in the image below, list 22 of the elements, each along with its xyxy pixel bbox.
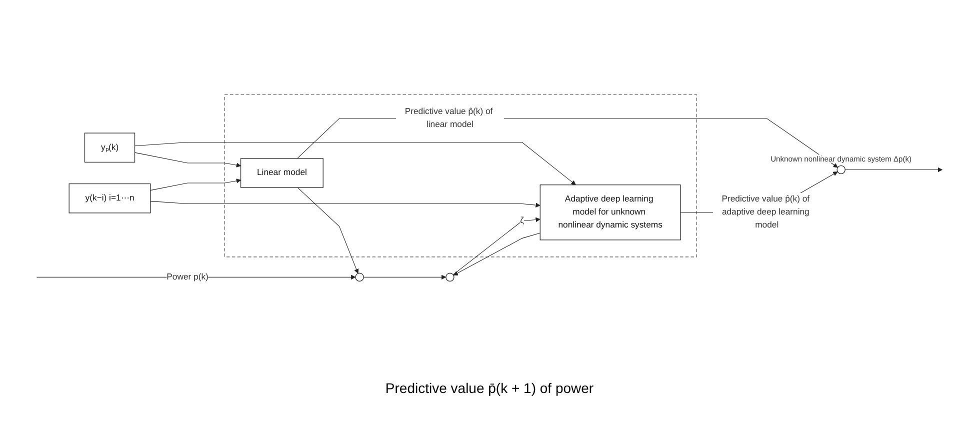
cluster [224, 94, 697, 258]
arrow [150, 200, 540, 208]
note-text: Predictive value p̄(k + 1) of power [385, 380, 594, 396]
node-box: y(k−i) i=1⋯n [68, 183, 151, 214]
arrow [844, 167, 942, 172]
arrow [297, 187, 359, 274]
arrow [134, 142, 576, 186]
arrow [150, 178, 241, 191]
node-circle [355, 272, 364, 282]
arrow [453, 232, 540, 276]
node-box: yₚ(k) [84, 132, 136, 163]
arrow [452, 217, 540, 275]
arrow [134, 152, 241, 168]
node-box: Adaptive deep learning model for unknown nonlinear dynamic systems [540, 184, 681, 240]
edge-label: Predictive value p̂(k) of linear model [404, 107, 493, 130]
edge-label: Predictive value p̂(k) of adaptive deep learning model [722, 194, 810, 230]
edge-label: ζ [520, 216, 524, 226]
node-circle [446, 272, 454, 282]
node-box: Linear model [240, 158, 324, 188]
node-circle [836, 165, 846, 174]
edge-label: Power p(k) [166, 272, 208, 282]
arrow [363, 274, 446, 280]
